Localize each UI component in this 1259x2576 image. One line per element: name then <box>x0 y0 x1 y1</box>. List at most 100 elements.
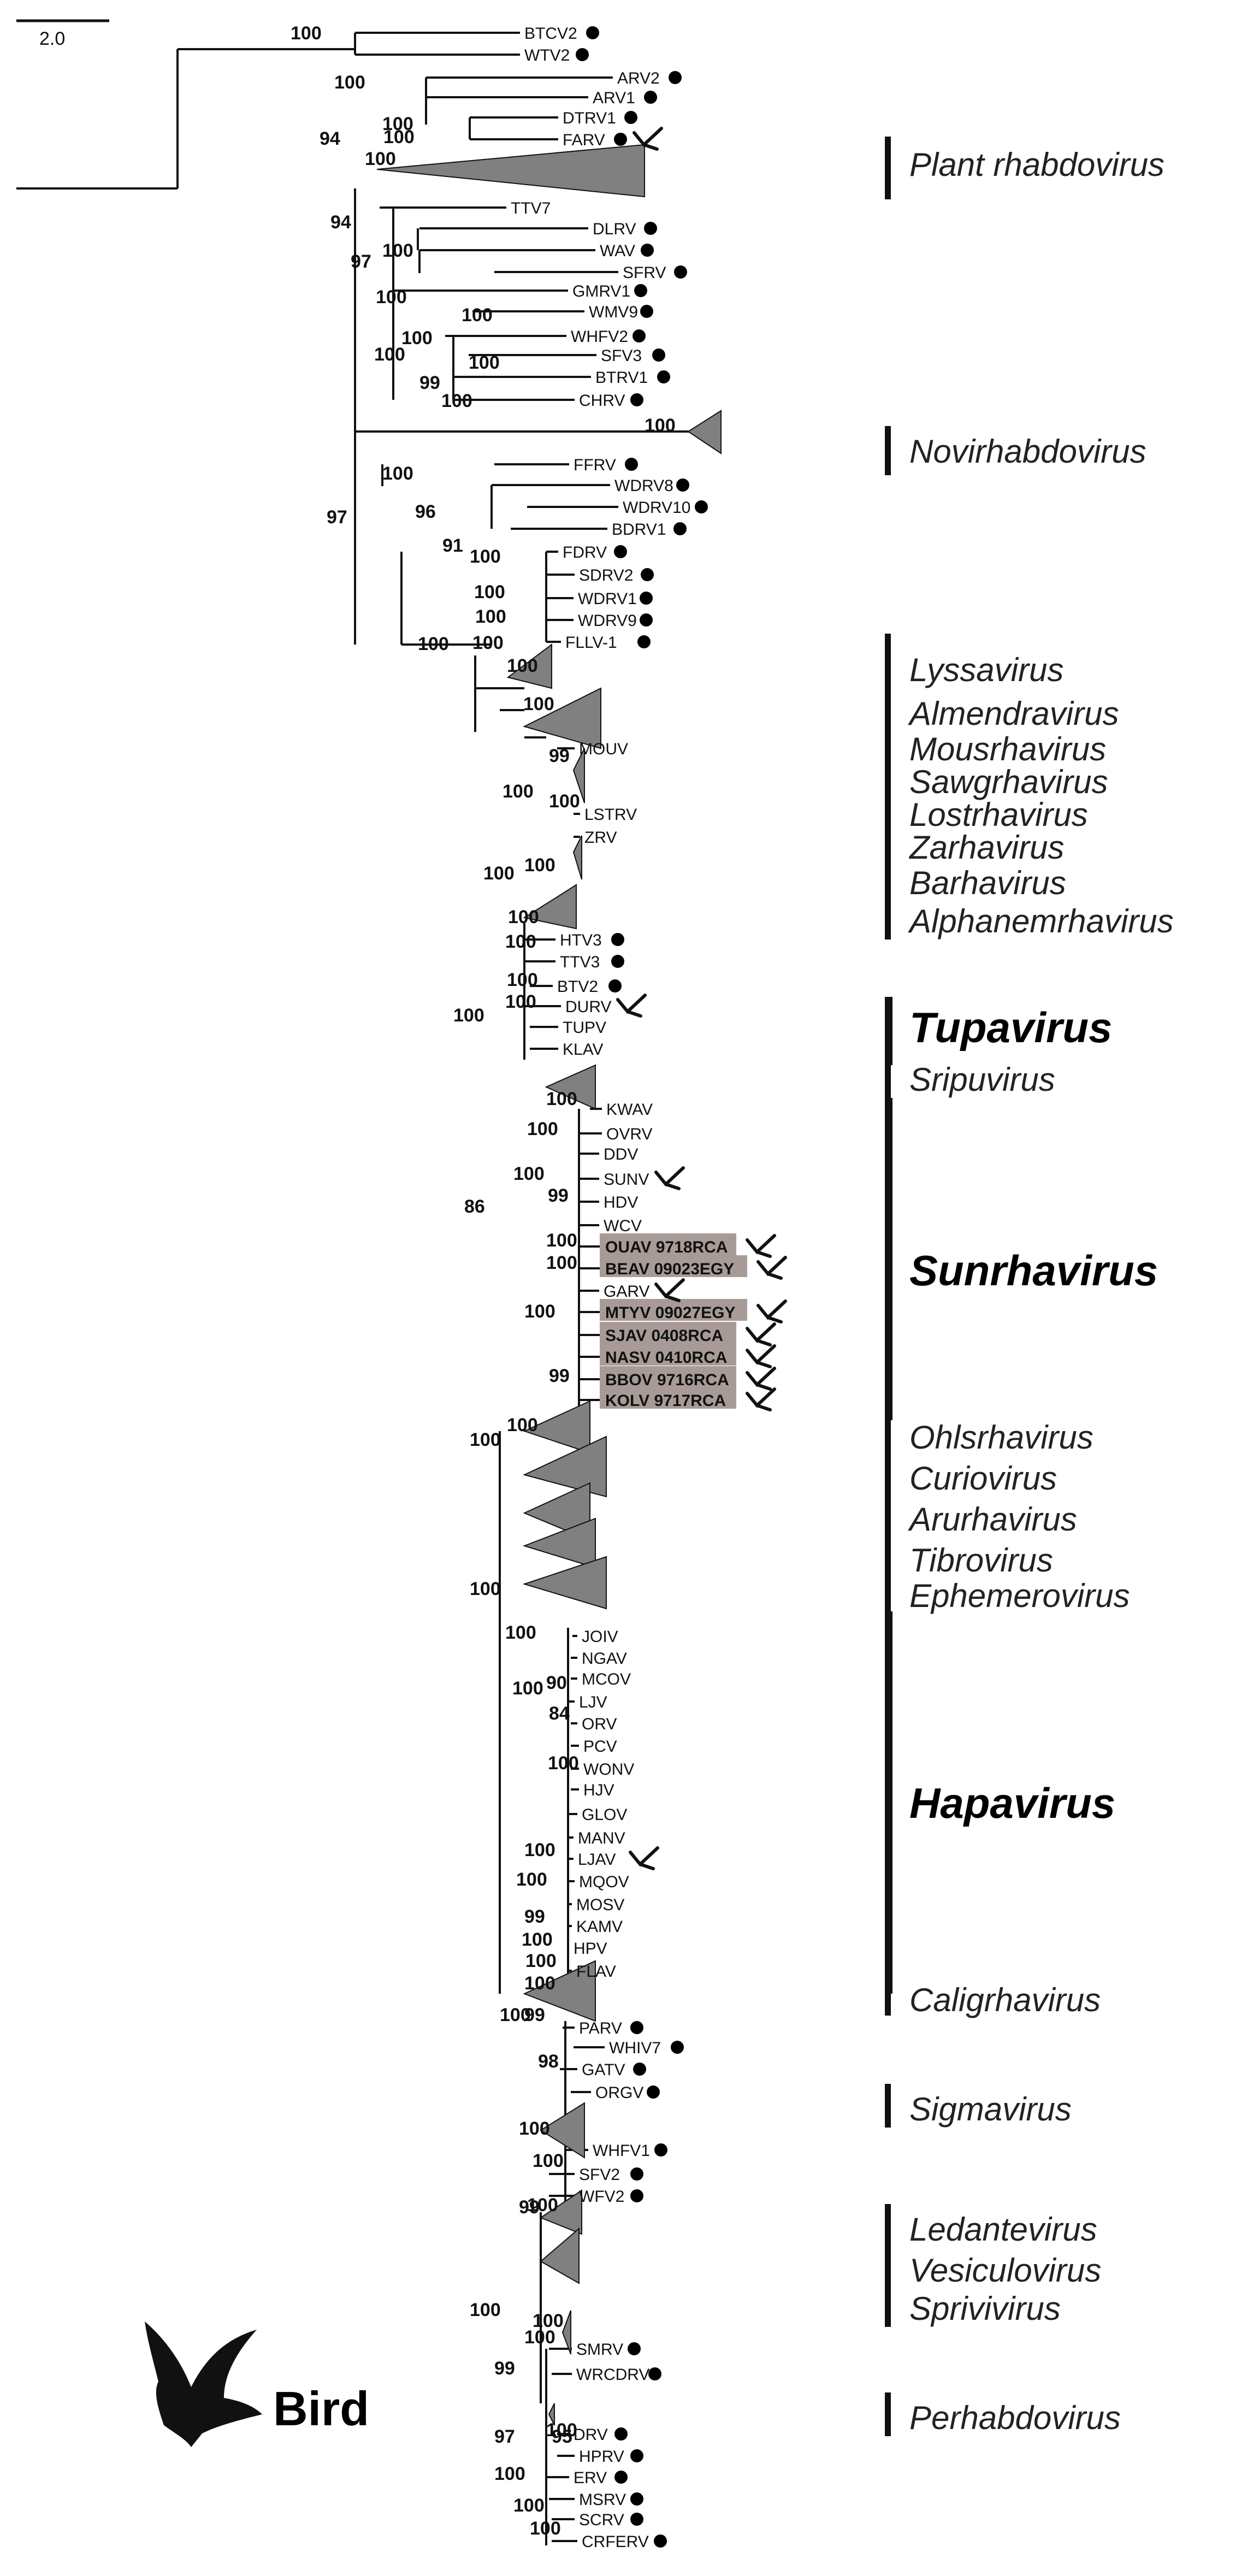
support-value: 100 <box>475 606 506 627</box>
dot-marker <box>644 222 657 235</box>
dot-marker <box>586 26 599 39</box>
collapsed-clade <box>572 835 582 880</box>
tip-label: SFV2 <box>579 2166 620 2184</box>
tip-label: HPV <box>574 1940 607 1958</box>
collapsed-clade <box>523 1435 607 1498</box>
tip-label: OVRV <box>606 1125 652 1143</box>
genus-label: Novirhabdovirus <box>909 433 1146 470</box>
tip-label: WMV9 <box>589 303 638 321</box>
support-value: 100 <box>525 1951 557 1971</box>
genus-bar <box>885 849 891 901</box>
dot-marker <box>628 2342 641 2355</box>
tip-label: LJAV <box>578 1851 616 1869</box>
support-value: 100 <box>546 2420 577 2441</box>
support-value: 99 <box>494 2358 515 2379</box>
support-value: 97 <box>351 251 371 272</box>
support-value: 100 <box>546 1230 577 1251</box>
dot-marker <box>652 348 665 362</box>
support-value: 99 <box>519 2197 540 2218</box>
collapsed-clade <box>545 1064 596 1110</box>
genus-label: Almendravirus <box>908 695 1119 732</box>
support-value: 96 <box>415 501 436 522</box>
support-value: 100 <box>470 546 501 567</box>
genus-label: Caligrhavirus <box>909 1982 1101 2018</box>
legend-label: Bird <box>273 2382 369 2436</box>
support-value: 91 <box>442 535 463 556</box>
dot-marker <box>630 2021 643 2034</box>
tip-label: DDV <box>604 1145 638 1163</box>
support-value: 100 <box>441 391 472 411</box>
dot-marker <box>633 2063 646 2076</box>
tip-label: MTYV 09027EGY <box>605 1304 735 1322</box>
tip-highlight <box>600 1233 736 1255</box>
support-value: 90 <box>546 1673 567 1693</box>
support-value: 100 <box>469 352 500 373</box>
support-value: 100 <box>507 1415 538 1435</box>
dot-marker <box>671 2041 684 2054</box>
genus-label: Lyssavirus <box>909 652 1063 688</box>
genus-bar <box>885 426 891 475</box>
tip-label: GARV <box>604 1283 649 1301</box>
genus-label: Ohlsrhavirus <box>909 1419 1094 1456</box>
tip-label: WCV <box>604 1217 642 1235</box>
tip-label: SFV3 <box>601 347 642 365</box>
genus-bar <box>885 1975 891 2016</box>
bird-icon <box>145 2321 262 2447</box>
tip-label: FDRV <box>563 543 607 562</box>
collapsed-clade <box>523 1400 590 1454</box>
tip-label: FLAV <box>576 1963 616 1981</box>
genus-bar <box>885 634 891 688</box>
tip-highlight <box>600 1366 736 1388</box>
tip-label: DLRV <box>593 220 636 238</box>
support-value: 99 <box>524 1906 545 1927</box>
genus-label: Arurhavirus <box>908 1501 1077 1538</box>
tip-label: OUAV 9718RCA <box>605 1238 728 1256</box>
support-value: 100 <box>334 72 365 93</box>
dot-marker <box>673 522 687 535</box>
support-value: 99 <box>419 373 440 393</box>
tip-label: BDRV1 <box>612 521 666 539</box>
tip-label: SJAV 0408RCA <box>605 1327 723 1345</box>
support-values: 1001001001009410094971001001001009910010… <box>291 23 676 2539</box>
support-value: 100 <box>513 2495 545 2516</box>
tip-label: WAV <box>600 242 635 260</box>
dot-marker <box>614 2427 628 2441</box>
support-value: 100 <box>524 2327 555 2348</box>
genus-label: Tupavirus <box>909 1003 1112 1051</box>
support-value: 100 <box>524 855 555 876</box>
bird-icon <box>654 1278 685 1302</box>
tip-label: WFV2 <box>579 2188 624 2206</box>
highlights <box>600 1233 747 1409</box>
bird-icon <box>654 1166 685 1190</box>
collapsed-clade <box>523 687 601 749</box>
support-value: 100 <box>524 1840 555 1860</box>
support-value: 100 <box>523 694 554 714</box>
tip-label: TTV3 <box>560 953 600 971</box>
support-value: 100 <box>527 1119 558 1139</box>
tip-label: WTV2 <box>524 46 570 64</box>
tip-label: LJV <box>579 1693 607 1711</box>
support-value: 100 <box>470 2300 501 2320</box>
dot-marker <box>654 2143 667 2156</box>
bird-icon <box>746 1322 776 1346</box>
support-value: 100 <box>474 582 505 602</box>
tip-label: ORGV <box>595 2084 643 2102</box>
dot-marker <box>641 568 654 581</box>
bird-icon <box>746 1367 776 1391</box>
collapsed-clade <box>572 748 585 803</box>
genus-label: Barhavirus <box>909 865 1066 901</box>
bird-icon <box>616 994 647 1018</box>
dot-marker <box>669 71 682 84</box>
genus-bar <box>885 2392 891 2436</box>
tip-label: MOSV <box>576 1896 624 1914</box>
tip-label: BTRV1 <box>595 369 648 387</box>
tip-label: SCRV <box>579 2511 624 2529</box>
collapsed-clade <box>548 2403 555 2426</box>
tip-label: BTCV2 <box>524 25 577 43</box>
genus-bar <box>885 1098 892 1420</box>
genus-bar <box>885 686 891 732</box>
tip-label: SMRV <box>576 2341 623 2359</box>
tip-highlight <box>600 1322 736 1344</box>
genus-label: Mousrhavirus <box>909 731 1106 767</box>
